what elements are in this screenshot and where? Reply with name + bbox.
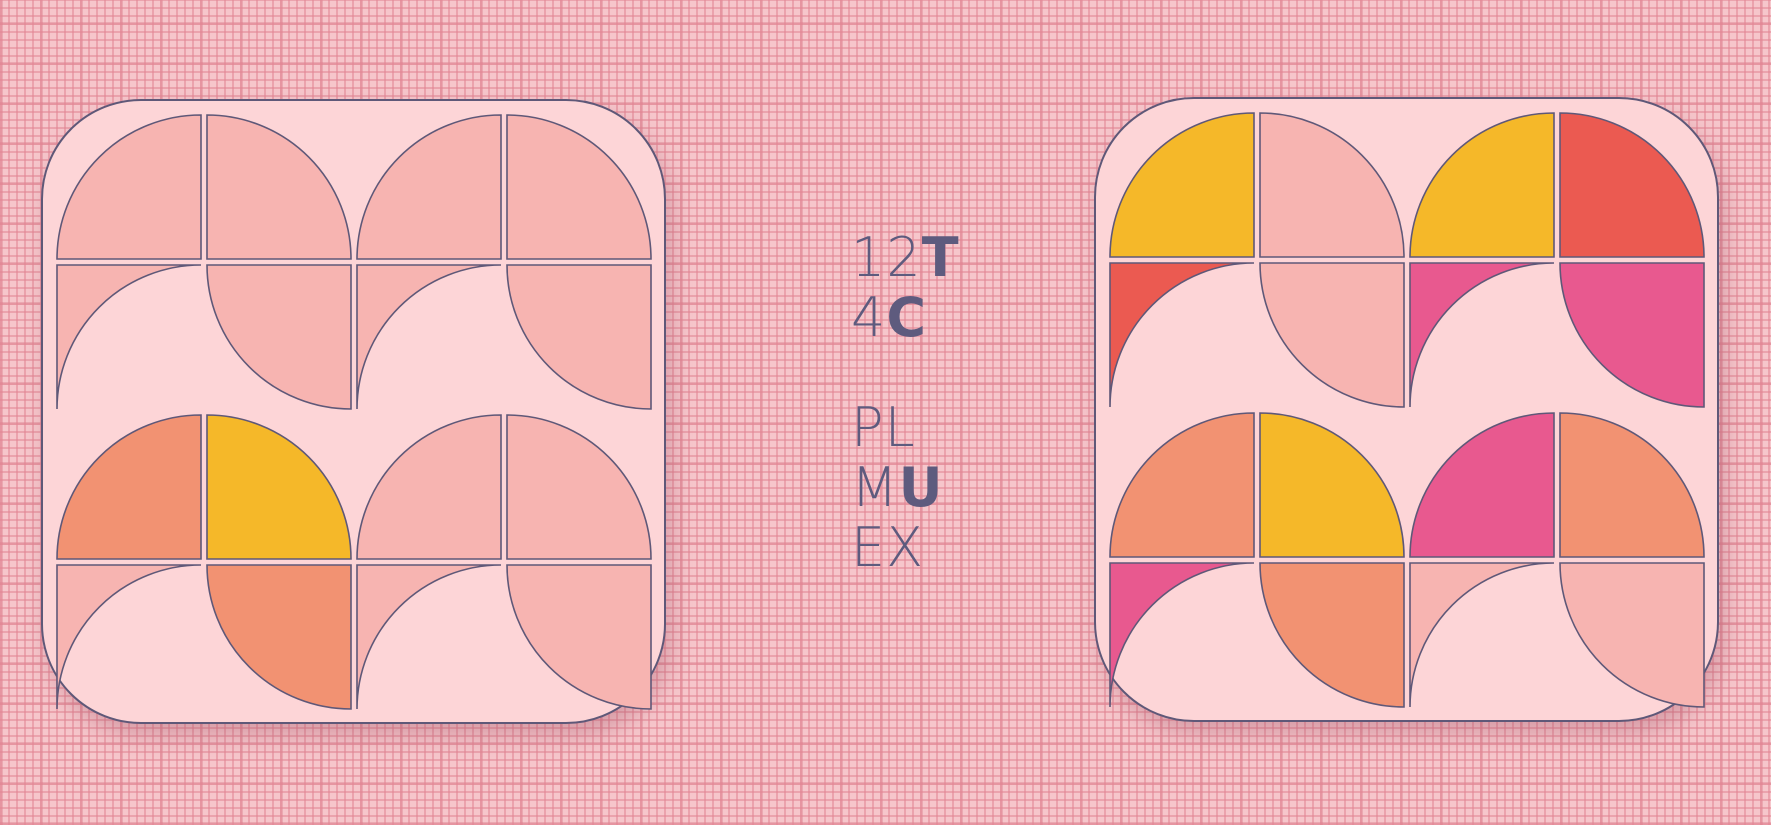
stat-line-2-code: C [886, 286, 926, 349]
board-left-tile-r3-c1[interactable] [56, 414, 202, 560]
stat-line-4: MU [851, 458, 959, 518]
board-left-tile-r3-c3[interactable] [356, 414, 502, 560]
stat-line-3-code: PL [851, 396, 916, 459]
board-right [1094, 97, 1719, 722]
stat-line-5-code: EX [851, 516, 925, 579]
stat-line-2: 4C [851, 288, 959, 348]
board-right-tile-r1-c3[interactable] [1409, 112, 1555, 258]
board-right-tile-r4-c1[interactable] [1109, 562, 1255, 708]
stats-panel: 12T 4C PL MU EX [851, 228, 959, 578]
stat-spacer [851, 348, 959, 398]
board-right-tile-r3-c3[interactable] [1409, 412, 1555, 558]
board-left-tile-r3-c4[interactable] [506, 414, 652, 560]
board-left-tile-r2-c1[interactable] [56, 264, 202, 410]
board-right-tile-r3-c4[interactable] [1559, 412, 1705, 558]
stat-line-3: PL [851, 398, 959, 458]
board-left-tile-r4-c3[interactable] [356, 564, 502, 710]
board-left-tile-r2-c2[interactable] [206, 264, 352, 410]
board-left-tile-r4-c2[interactable] [206, 564, 352, 710]
stat-line-4-code-b: U [898, 456, 943, 519]
board-right-tile-r1-c1[interactable] [1109, 112, 1255, 258]
stat-line-5: EX [851, 518, 959, 578]
board-right-tile-r2-c2[interactable] [1259, 262, 1405, 408]
stat-line-1-code: T [921, 226, 959, 289]
board-right-tile-r4-c4[interactable] [1559, 562, 1705, 708]
board-left-tile-r1-c1[interactable] [56, 114, 202, 260]
stat-line-1: 12T [851, 228, 959, 288]
board-right-tile-r4-c3[interactable] [1409, 562, 1555, 708]
board-right-tile-r1-c2[interactable] [1259, 112, 1405, 258]
stat-line-2-value: 4 [851, 286, 887, 349]
board-left-tile-r2-c3[interactable] [356, 264, 502, 410]
board-right-tile-r2-c1[interactable] [1109, 262, 1255, 408]
board-left-tiles [56, 114, 652, 710]
stat-line-1-value: 12 [851, 226, 922, 289]
board-right-tile-r4-c2[interactable] [1259, 562, 1405, 708]
board-right-tile-r2-c3[interactable] [1409, 262, 1555, 408]
board-left-tile-r4-c1[interactable] [56, 564, 202, 710]
board-right-tiles [1109, 112, 1705, 708]
stat-line-4-code-a: M [851, 456, 899, 519]
board-right-tile-r1-c4[interactable] [1559, 112, 1705, 258]
board-left-tile-r1-c3[interactable] [356, 114, 502, 260]
board-right-tile-r3-c1[interactable] [1109, 412, 1255, 558]
board-left-tile-r1-c4[interactable] [506, 114, 652, 260]
board-left-tile-r1-c2[interactable] [206, 114, 352, 260]
board-left-tile-r3-c2[interactable] [206, 414, 352, 560]
board-right-tile-r2-c4[interactable] [1559, 262, 1705, 408]
board-left-tile-r4-c4[interactable] [506, 564, 652, 710]
board-left [41, 99, 666, 724]
board-left-tile-r2-c4[interactable] [506, 264, 652, 410]
board-right-tile-r3-c2[interactable] [1259, 412, 1405, 558]
